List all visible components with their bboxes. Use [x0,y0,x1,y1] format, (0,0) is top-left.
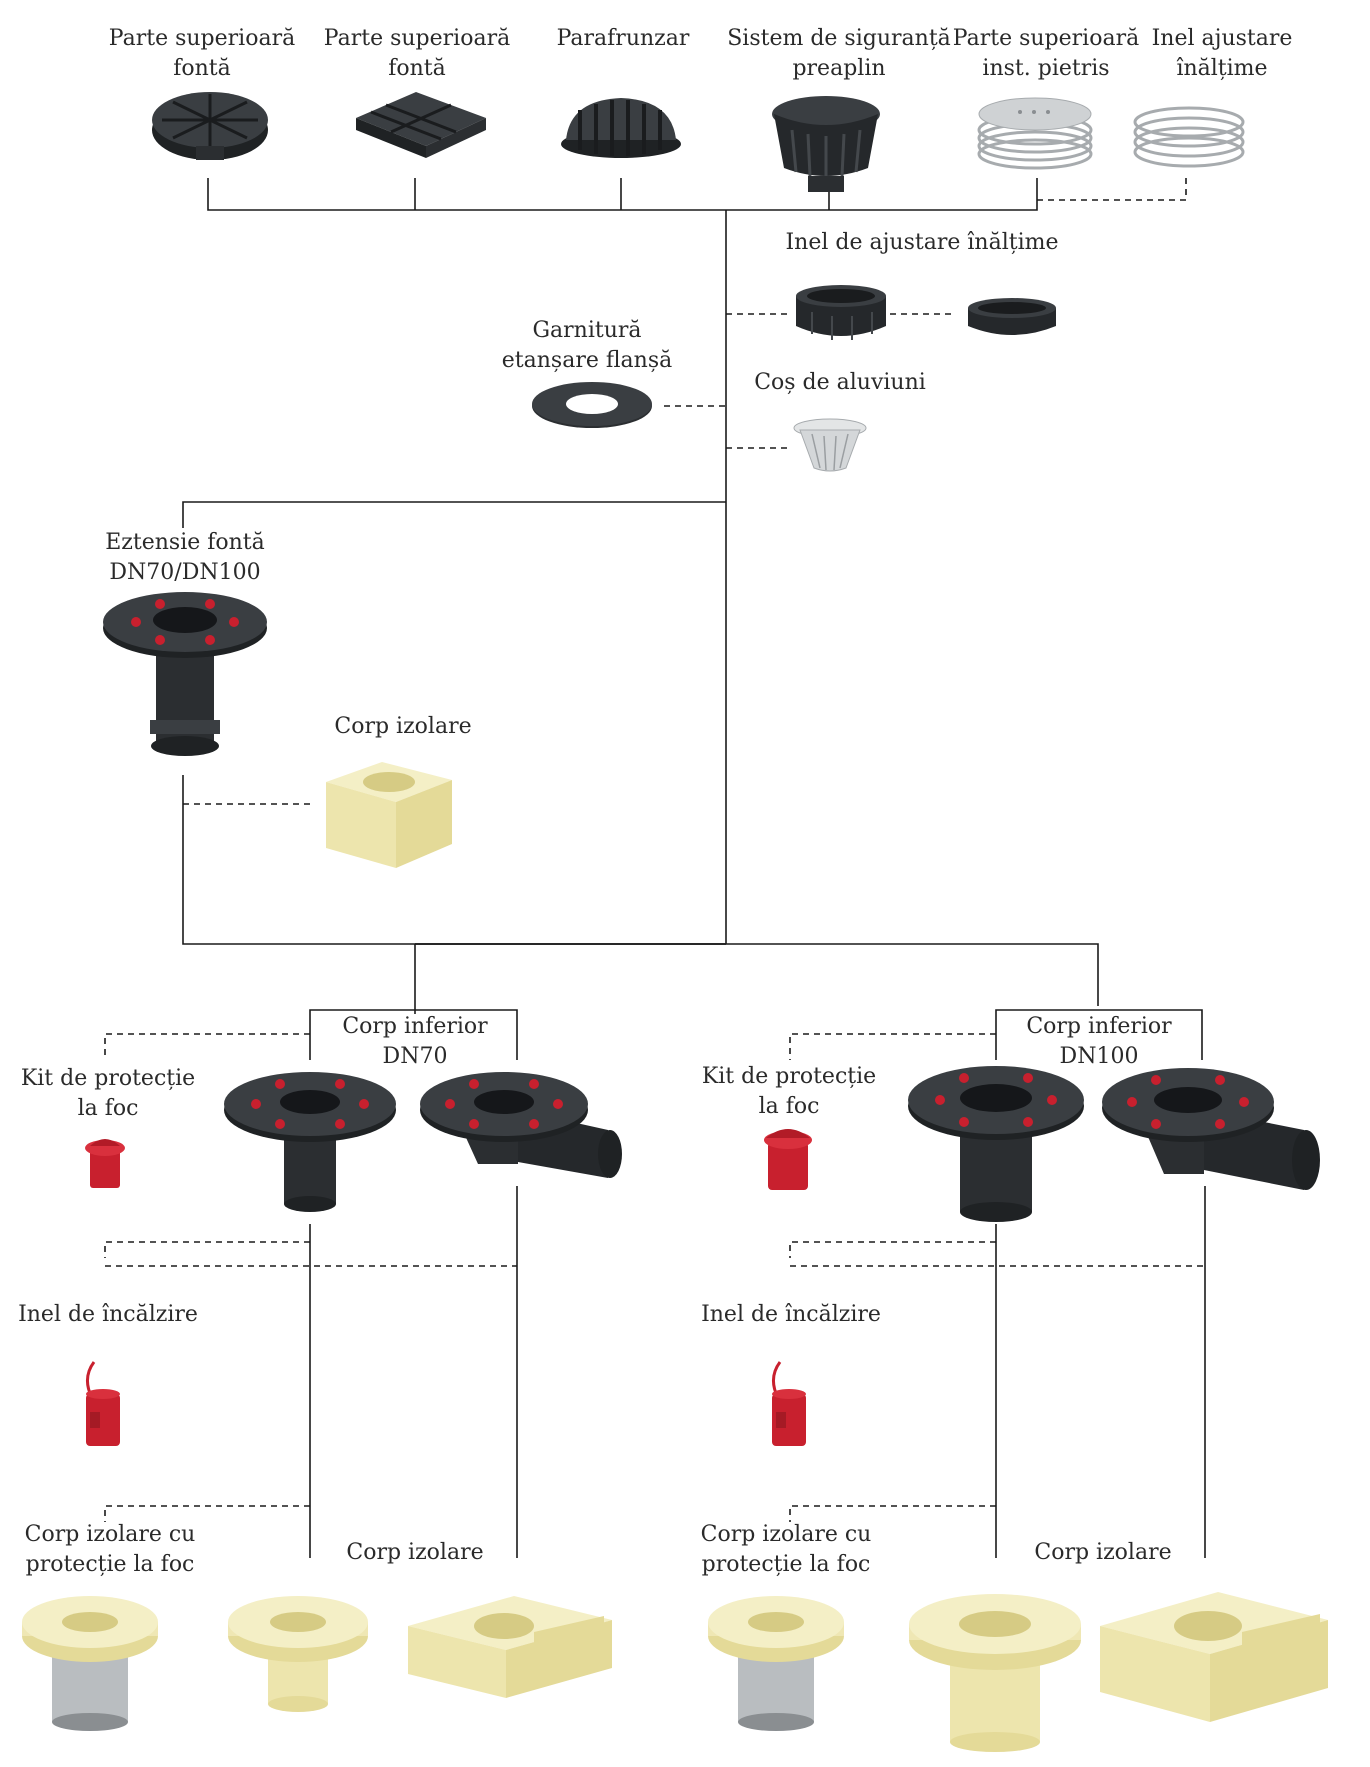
insulation-fire-right-icon [708,1596,844,1731]
insulation-dn100-vertical-icon [909,1594,1081,1752]
gravel-ring-dash [1037,178,1187,201]
lower-body-dn70-vertical-icon [224,1072,396,1212]
label-insulation-left: Corp izolare [346,1540,484,1565]
leaf-guard-icon [561,98,681,158]
label-heating-ring-left: Inel de încălzire [18,1302,198,1327]
insulation-dn100-horizontal-icon [1100,1592,1328,1722]
lower-split-line [414,943,1099,1014]
insulation-block-icon [326,762,452,868]
height-ring-small-icon [968,298,1056,335]
label-leaf-guard: Parafrunzar [556,26,690,51]
right-body-bracket [995,1009,1203,1060]
lower-body-dn100-vertical-icon [908,1066,1084,1222]
heating-ring-left-icon [86,1361,120,1446]
gravel-top-icon [977,97,1093,170]
label-height-ring: Inel de ajustare înălțime [785,230,1059,255]
label-heating-ring-right: Inel de încălzire [701,1302,881,1327]
silt-basket-icon [793,418,867,472]
left-body-bracket [309,1009,518,1060]
flange-gasket-icon [532,382,652,428]
overflow-safety-icon [772,96,880,192]
height-ring-wire-icon [1133,106,1245,168]
insulation-fire-left-icon [22,1596,158,1731]
insulation-dn70-horizontal-icon [408,1596,612,1698]
height-ring-large-icon [796,285,886,340]
lower-body-dn100-horizontal-icon [1102,1068,1320,1190]
round-cast-grate-icon [152,92,268,160]
extension-branch-line [182,501,726,528]
label-insulation-mid: Corp izolare [334,714,472,739]
heating-ring-right-icon [772,1361,806,1446]
top-bus-line [207,178,1038,211]
label-insulation-right: Corp izolare [1034,1540,1172,1565]
square-cast-grate-icon [356,92,486,158]
label-silt-basket: Coș de aluviuni [754,370,926,395]
fire-kit-right-icon [764,1129,812,1190]
cast-extension-icon [103,592,267,756]
fire-kit-left-icon [85,1139,125,1188]
lower-body-dn70-horizontal-icon [420,1072,622,1178]
insulation-dn70-vertical-icon [228,1596,368,1712]
